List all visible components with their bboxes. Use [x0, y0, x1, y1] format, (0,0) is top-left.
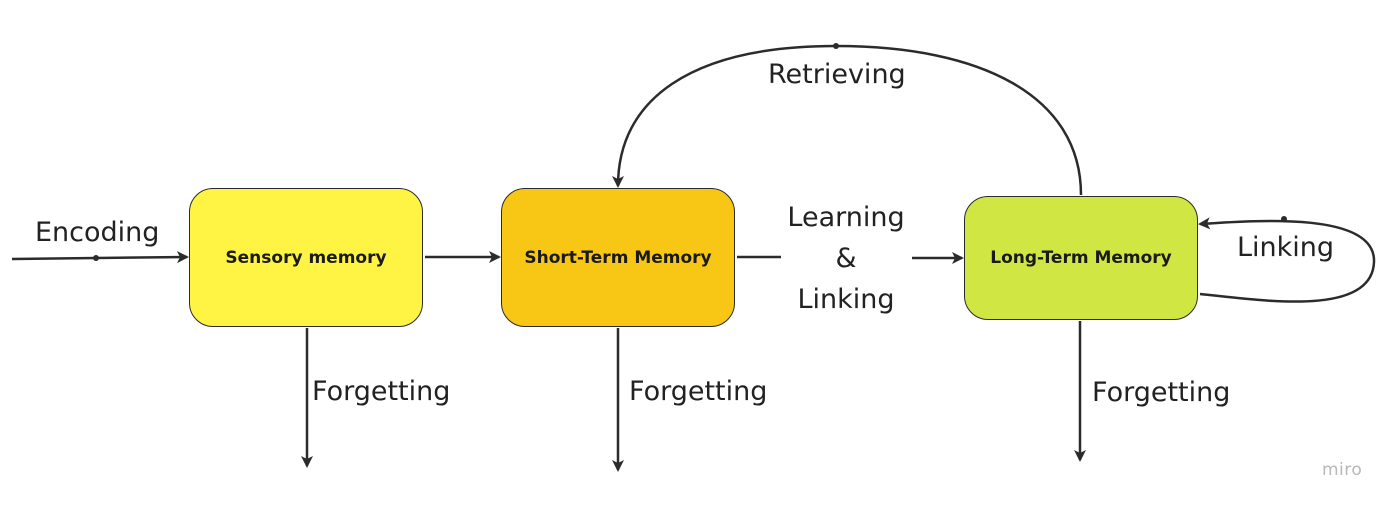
encoding-arrow [11, 251, 189, 264]
long-term-memory-node[interactable]: Long-Term Memory [964, 196, 1198, 320]
retrieving-arc-midpoint [833, 43, 839, 49]
linking-loop-label: Linking [1237, 232, 1335, 263]
miro-watermark: miro [1322, 460, 1363, 480]
sensory-memory-node[interactable]: Sensory memory [189, 188, 423, 327]
linking-loop [1198, 217, 1376, 303]
learning-linking-label: Learning & Linking [776, 197, 916, 320]
short-term-memory-node[interactable]: Short-Term Memory [501, 188, 735, 327]
encoding-arrow-midpoint [93, 255, 99, 261]
encoding-label: Encoding [35, 217, 160, 248]
forgetting-long-label: Forgetting [1092, 377, 1231, 408]
long-term-memory-label: Long-Term Memory [990, 248, 1172, 268]
linking-loop-midpoint [1281, 216, 1287, 222]
sensory-memory-label: Sensory memory [225, 247, 387, 268]
learning-label: Learning [787, 202, 905, 233]
retrieving-label: Retrieving [768, 59, 906, 90]
forgetting-short-label: Forgetting [629, 376, 768, 407]
ampersand-label: & [835, 243, 857, 274]
linking-label-center: Linking [797, 284, 895, 315]
short-term-memory-label: Short-Term Memory [524, 247, 712, 268]
forgetting-sensory-label: Forgetting [312, 376, 451, 407]
